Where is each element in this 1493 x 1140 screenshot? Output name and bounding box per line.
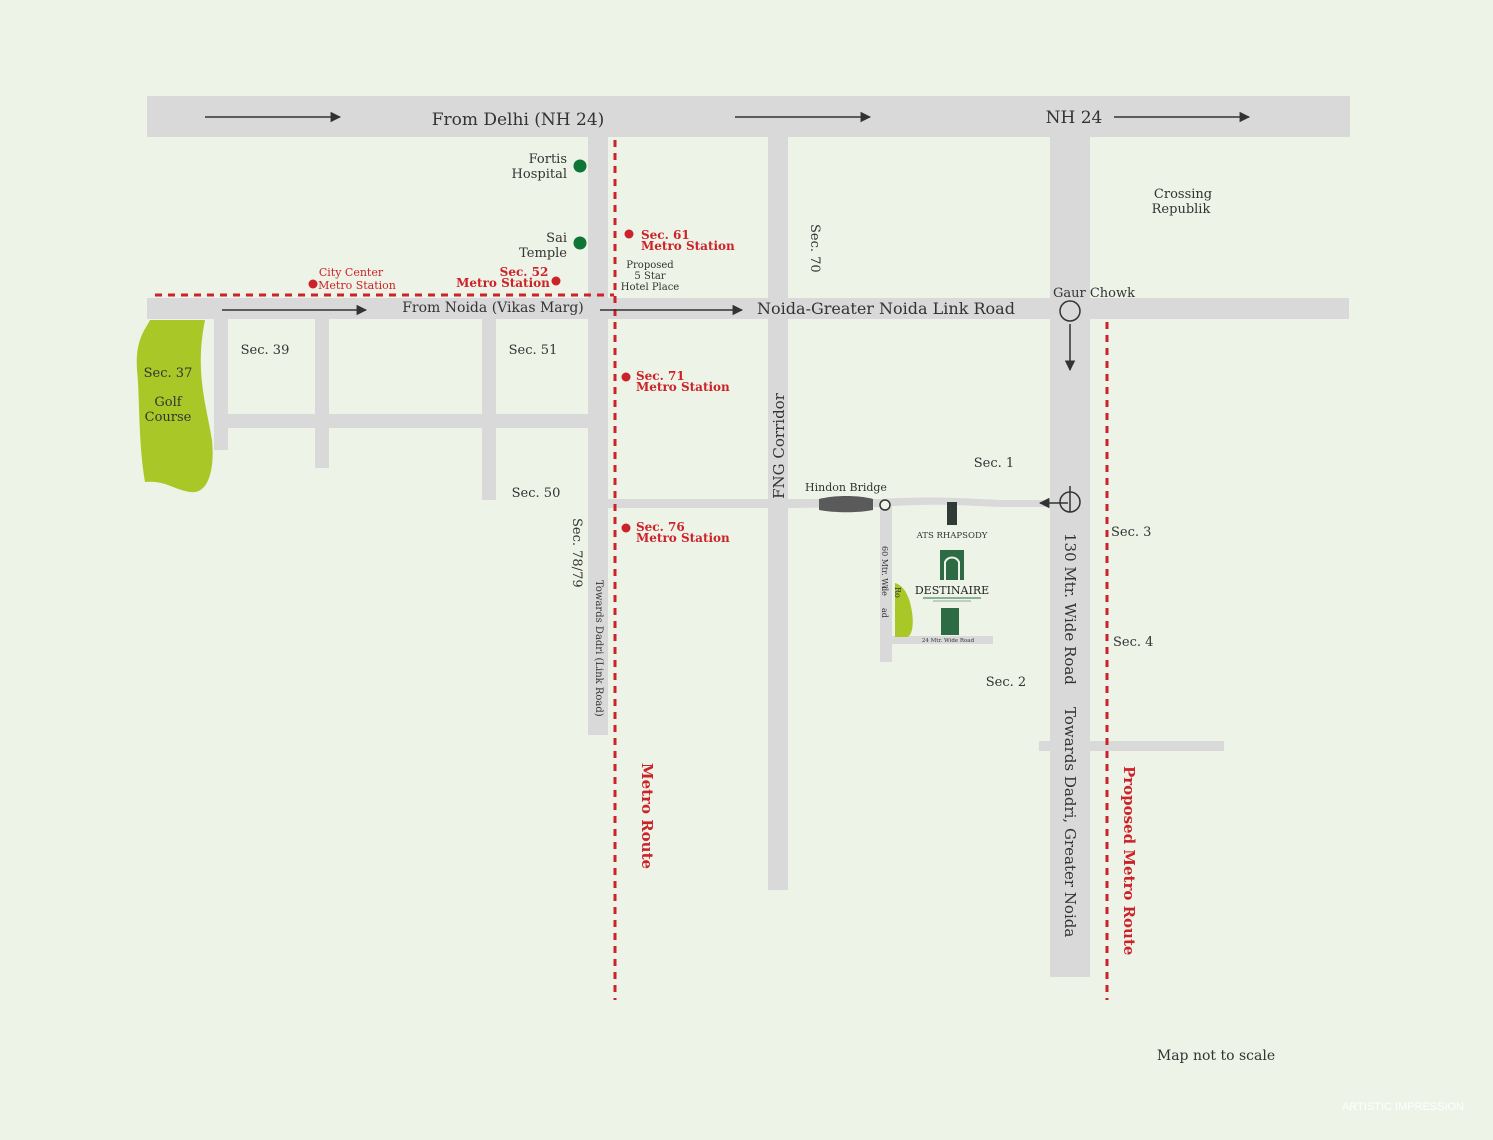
- label-hindon-bridge: Hindon Bridge: [805, 481, 887, 494]
- label-60-mtr-line1: 60 Mtr. Wi: [880, 546, 889, 589]
- label-sec52-2: Metro Station: [456, 276, 550, 290]
- road-130-mtr-wide: [1050, 137, 1090, 977]
- road-60-mtr-wide: [880, 507, 892, 662]
- road-sector-3-4-horizontal: [1039, 741, 1224, 751]
- label-sai-1: Sai: [546, 231, 567, 246]
- label-24-mtr-wide: 24 Mtr. Wide Road: [922, 638, 975, 644]
- road-sector-39-horizontal: [214, 414, 588, 428]
- project-green-area: [895, 583, 913, 637]
- label-sec4: Sec. 4: [1113, 635, 1153, 650]
- metro-station-marker-icon: [621, 523, 631, 533]
- label-sai-2: Temple: [519, 246, 567, 261]
- sector-labels: Sec. 37 Sec. 39 Sec. 51 Sec. 50 Sec. 70 …: [144, 224, 1154, 690]
- label-hotel-2: 5 Star: [634, 271, 665, 282]
- label-nh24: NH 24: [1046, 108, 1103, 128]
- label-city-center-1: City Center: [319, 266, 384, 279]
- label-sec37: Sec. 37: [144, 366, 193, 381]
- label-sec50: Sec. 50: [512, 486, 561, 501]
- road-sector-39-vertical-mid: [315, 319, 329, 468]
- label-60-mtr-line3: ad: [880, 608, 889, 618]
- note-not-to-scale: Map not to scale: [1157, 1048, 1275, 1064]
- label-130-mtr-wide: 130 Mtr. Wide Road: [1061, 533, 1079, 685]
- label-gaur-chowk: Gaur Chowk: [1053, 286, 1135, 301]
- metro-station-marker-icon: [621, 372, 631, 382]
- label-fng-corridor: FNG Corridor: [770, 392, 788, 499]
- road-sector-78-79-vertical: [588, 137, 608, 735]
- metro-station-marker-icon: [624, 229, 634, 239]
- label-sec76-1: Sec. 76: [636, 520, 685, 534]
- label-sec51: Sec. 51: [509, 343, 558, 358]
- label-crossing-2: Republik: [1152, 202, 1211, 217]
- destinaire-tower-icon: [941, 608, 959, 635]
- place-labels: Fortis Hospital Sai Temple Crossing Repu…: [145, 152, 1212, 597]
- label-sec52-1: Sec. 52: [500, 265, 549, 279]
- road-sector-39-vertical-left: [214, 319, 228, 450]
- label-proposed-metro-route: Proposed Metro Route: [1120, 766, 1138, 955]
- metro-station-marker-icon: [551, 276, 561, 286]
- label-sec70: Sec. 70: [807, 224, 822, 273]
- temple-marker-icon: [573, 236, 587, 250]
- metro-labels: City Center Metro Station Sec. 52 Metro …: [318, 228, 1138, 955]
- label-towards-dadri-link: Towards Dadri (Link Road): [593, 580, 604, 717]
- label-golf-1: Golf: [154, 395, 182, 410]
- road-labels: From Delhi (NH 24) NH 24 From Noida (Vik…: [402, 108, 1102, 937]
- label-golf-2: Course: [145, 410, 192, 425]
- label-fortis-2: Hospital: [512, 167, 567, 182]
- roads: [147, 96, 1350, 977]
- label-sec61-1: Sec. 61: [641, 228, 690, 242]
- label-hotel-1: Proposed: [626, 260, 674, 271]
- label-60-mtr-line2: de: [880, 586, 889, 596]
- ats-rhapsody-building-icon: [947, 502, 957, 525]
- direction-arrows: [205, 111, 1251, 509]
- label-sec71-1: Sec. 71: [636, 369, 685, 383]
- label-sec7879: Sec. 78/79: [569, 518, 584, 588]
- label-sec39: Sec. 39: [241, 343, 290, 358]
- label-city-center-2: Metro Station: [318, 279, 396, 292]
- label-sec2: Sec. 2: [986, 675, 1026, 690]
- gaur-chowk-roundabout-icon: [1059, 300, 1081, 322]
- label-sec3: Sec. 3: [1111, 525, 1151, 540]
- label-sec71-2: Metro Station: [636, 380, 730, 394]
- label-metro-route: Metro Route: [638, 763, 656, 869]
- hospital-marker-icon: [573, 159, 587, 173]
- road-24-mtr-wide: [892, 636, 993, 644]
- label-towards-greater-noida: Towards Dadri, Greater Noida: [1061, 707, 1079, 937]
- label-vikas-marg: From Noida (Vikas Marg): [402, 300, 584, 316]
- label-60-mtr-ro: Ro: [893, 587, 902, 598]
- label-from-delhi: From Delhi (NH 24): [432, 110, 605, 130]
- label-hotel-3: Hotel Place: [621, 282, 680, 293]
- hindon-bridge-icon: [819, 496, 873, 513]
- metro-lines: [155, 140, 1109, 1000]
- note-artistic-impression: ARTISTIC IMPRESSION: [1342, 1101, 1464, 1113]
- road-link-road: [147, 298, 1349, 319]
- destinaire-logo-icon: [923, 550, 981, 602]
- label-sec76-2: Metro Station: [636, 531, 730, 545]
- label-destinaire: DESTINAIRE: [915, 584, 989, 597]
- road-sector-51-vertical: [482, 319, 496, 500]
- label-crossing-1: Crossing: [1154, 187, 1212, 202]
- label-ats-rhapsody: ATS RHAPSODY: [916, 531, 988, 541]
- road-fng-corridor: [768, 137, 788, 890]
- label-fortis-1: Fortis: [529, 152, 567, 167]
- metro-station-marker-icon: [308, 279, 318, 289]
- label-sec61-2: Metro Station: [641, 239, 735, 253]
- label-link-road: Noida-Greater Noida Link Road: [757, 299, 1015, 318]
- label-sec1: Sec. 1: [974, 456, 1014, 471]
- golf-course-park: [136, 320, 213, 493]
- junction-node-icon: [879, 499, 891, 511]
- road-sector-76-horizontal: [608, 499, 768, 508]
